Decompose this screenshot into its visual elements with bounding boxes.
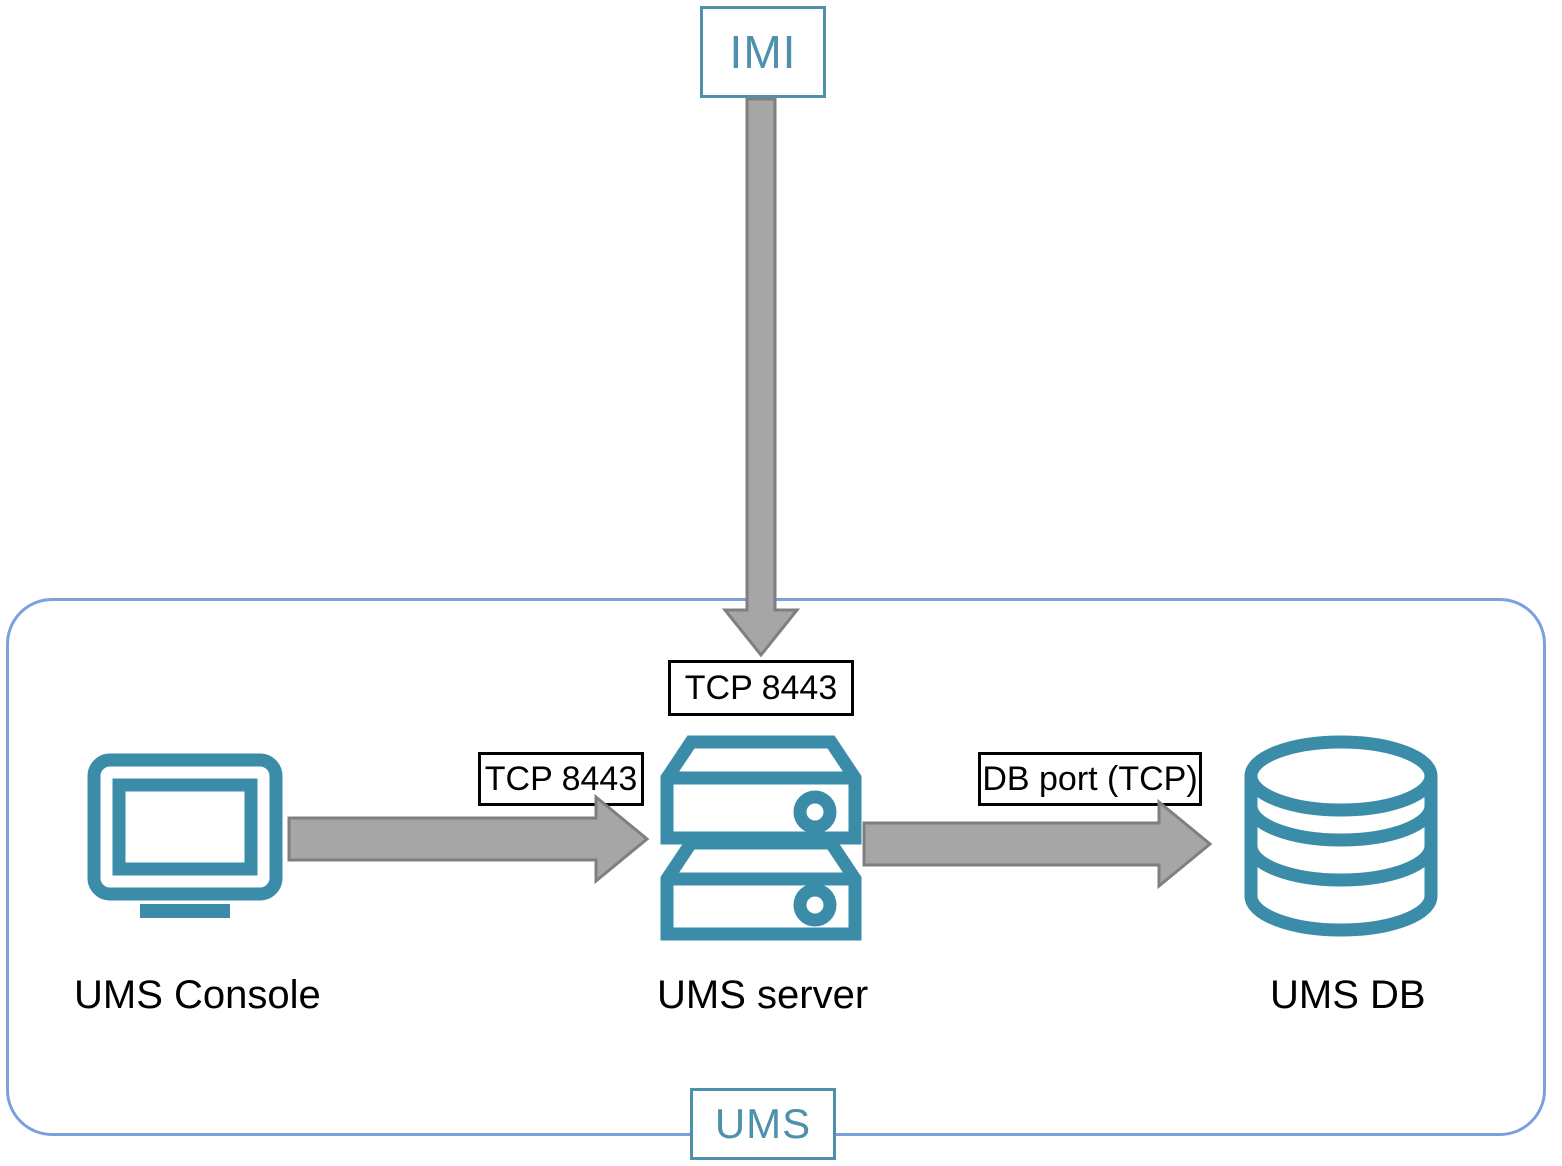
node-label-ums-server: UMS server xyxy=(657,973,869,1017)
connection-label-imi-to-server: TCP 8443 xyxy=(668,660,854,716)
arrow-imi-to-server xyxy=(721,97,801,658)
node-label-ums-db: UMS DB xyxy=(1270,973,1426,1017)
connection-label-console-to-server: TCP 8443 xyxy=(478,752,644,806)
ums-zone-tag: UMS xyxy=(690,1088,836,1160)
imi-zone-tag: IMI xyxy=(700,6,826,98)
node-label-ums-console: UMS Console xyxy=(74,973,321,1017)
connection-label-server-to-db: DB port (TCP) xyxy=(978,752,1202,806)
